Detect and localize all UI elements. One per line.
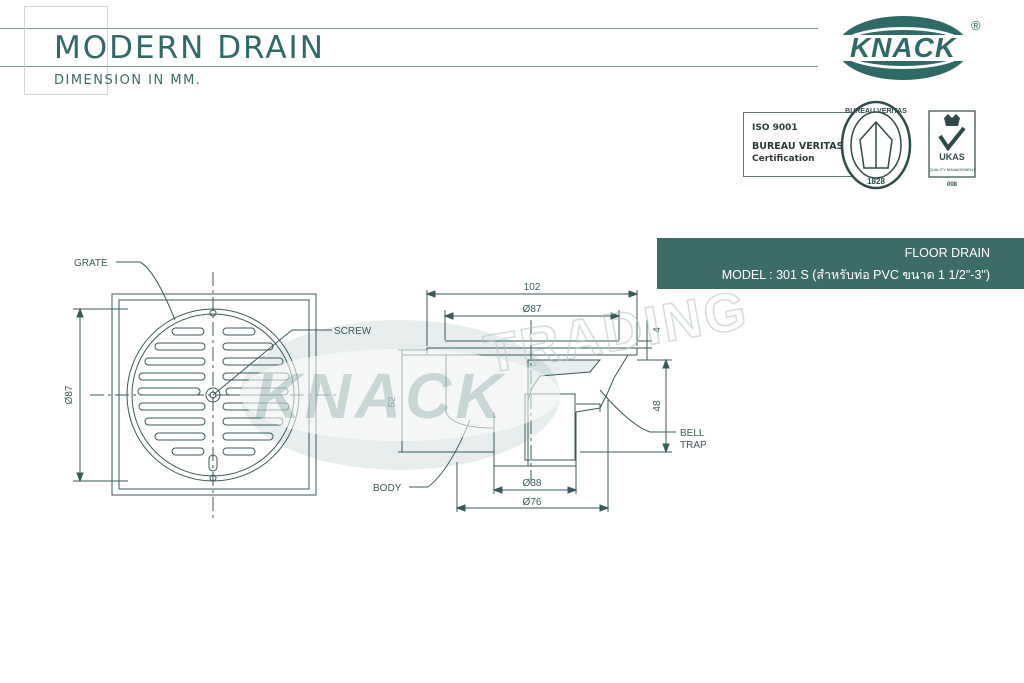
header-frame (0, 6, 818, 95)
plan-dia-label: Ø87 (64, 385, 75, 404)
ukas-number: 008 (947, 182, 958, 188)
brand-logo-text: KNACK (850, 32, 957, 63)
product-type: FLOOR DRAIN (904, 246, 990, 260)
ukas-text: UKAS (939, 152, 965, 162)
grate-label: GRATE (74, 258, 108, 269)
bureau-veritas-seal: BUREAU VERITAS 1828 (840, 100, 912, 190)
bell-trap-label-2: TRAP (680, 440, 707, 451)
dim-trap-height-label: 48 (652, 400, 663, 412)
dim-trap-height (580, 358, 672, 454)
body-leader (409, 419, 471, 488)
dim-outlet-outer (455, 400, 610, 512)
dim-flange-label: 4 (652, 327, 663, 333)
dim-top-width (425, 290, 639, 346)
dim-outlet-inner-label: Ø38 (523, 478, 542, 489)
bureau-veritas-label: BUREAU VERITAS (752, 141, 844, 152)
dim-top-width-label: 102 (524, 282, 541, 293)
section-view (401, 320, 638, 485)
screw-leader (212, 329, 293, 396)
page-subtitle: DIMENSION IN MM. (54, 73, 202, 88)
body-label: BODY (373, 483, 402, 494)
grate-leader (116, 261, 176, 321)
iso-label: ISO 9001 (752, 123, 798, 133)
bell-trap-leader (599, 389, 676, 433)
certification-label: Certification (752, 154, 815, 164)
dim-body-height (398, 349, 428, 453)
dim-grate-dia (443, 310, 621, 340)
bell-trap-label-1: BELL (680, 428, 705, 439)
dim-flange (637, 320, 652, 360)
model-banner: FLOOR DRAIN MODEL : 301 S (สำหรับท่อ PVC… (657, 238, 1024, 289)
ukas-subtext: QUALITY MANAGEMENT (929, 167, 976, 172)
plan-dimension (73, 307, 128, 483)
brand-logo: KNACK ® (832, 16, 981, 80)
model-number: MODEL : 301 S (สำหรับท่อ PVC ขนาด 1 1/2"… (721, 268, 990, 282)
ukas-mark: UKAS QUALITY MANAGEMENT 008 (928, 110, 976, 188)
dim-outlet-outer-label: Ø76 (523, 497, 542, 508)
registered-mark: ® (971, 18, 981, 33)
screw-label: SCREW (334, 326, 372, 337)
page-title: MODERN DRAIN (54, 30, 325, 66)
dim-body-height-label: 52 (387, 396, 398, 408)
seal-year: 1828 (867, 177, 885, 186)
seal-top-text: BUREAU VERITAS (845, 108, 907, 115)
dim-outlet-inner (492, 466, 578, 494)
dim-grate-dia-label: Ø87 (523, 304, 542, 315)
